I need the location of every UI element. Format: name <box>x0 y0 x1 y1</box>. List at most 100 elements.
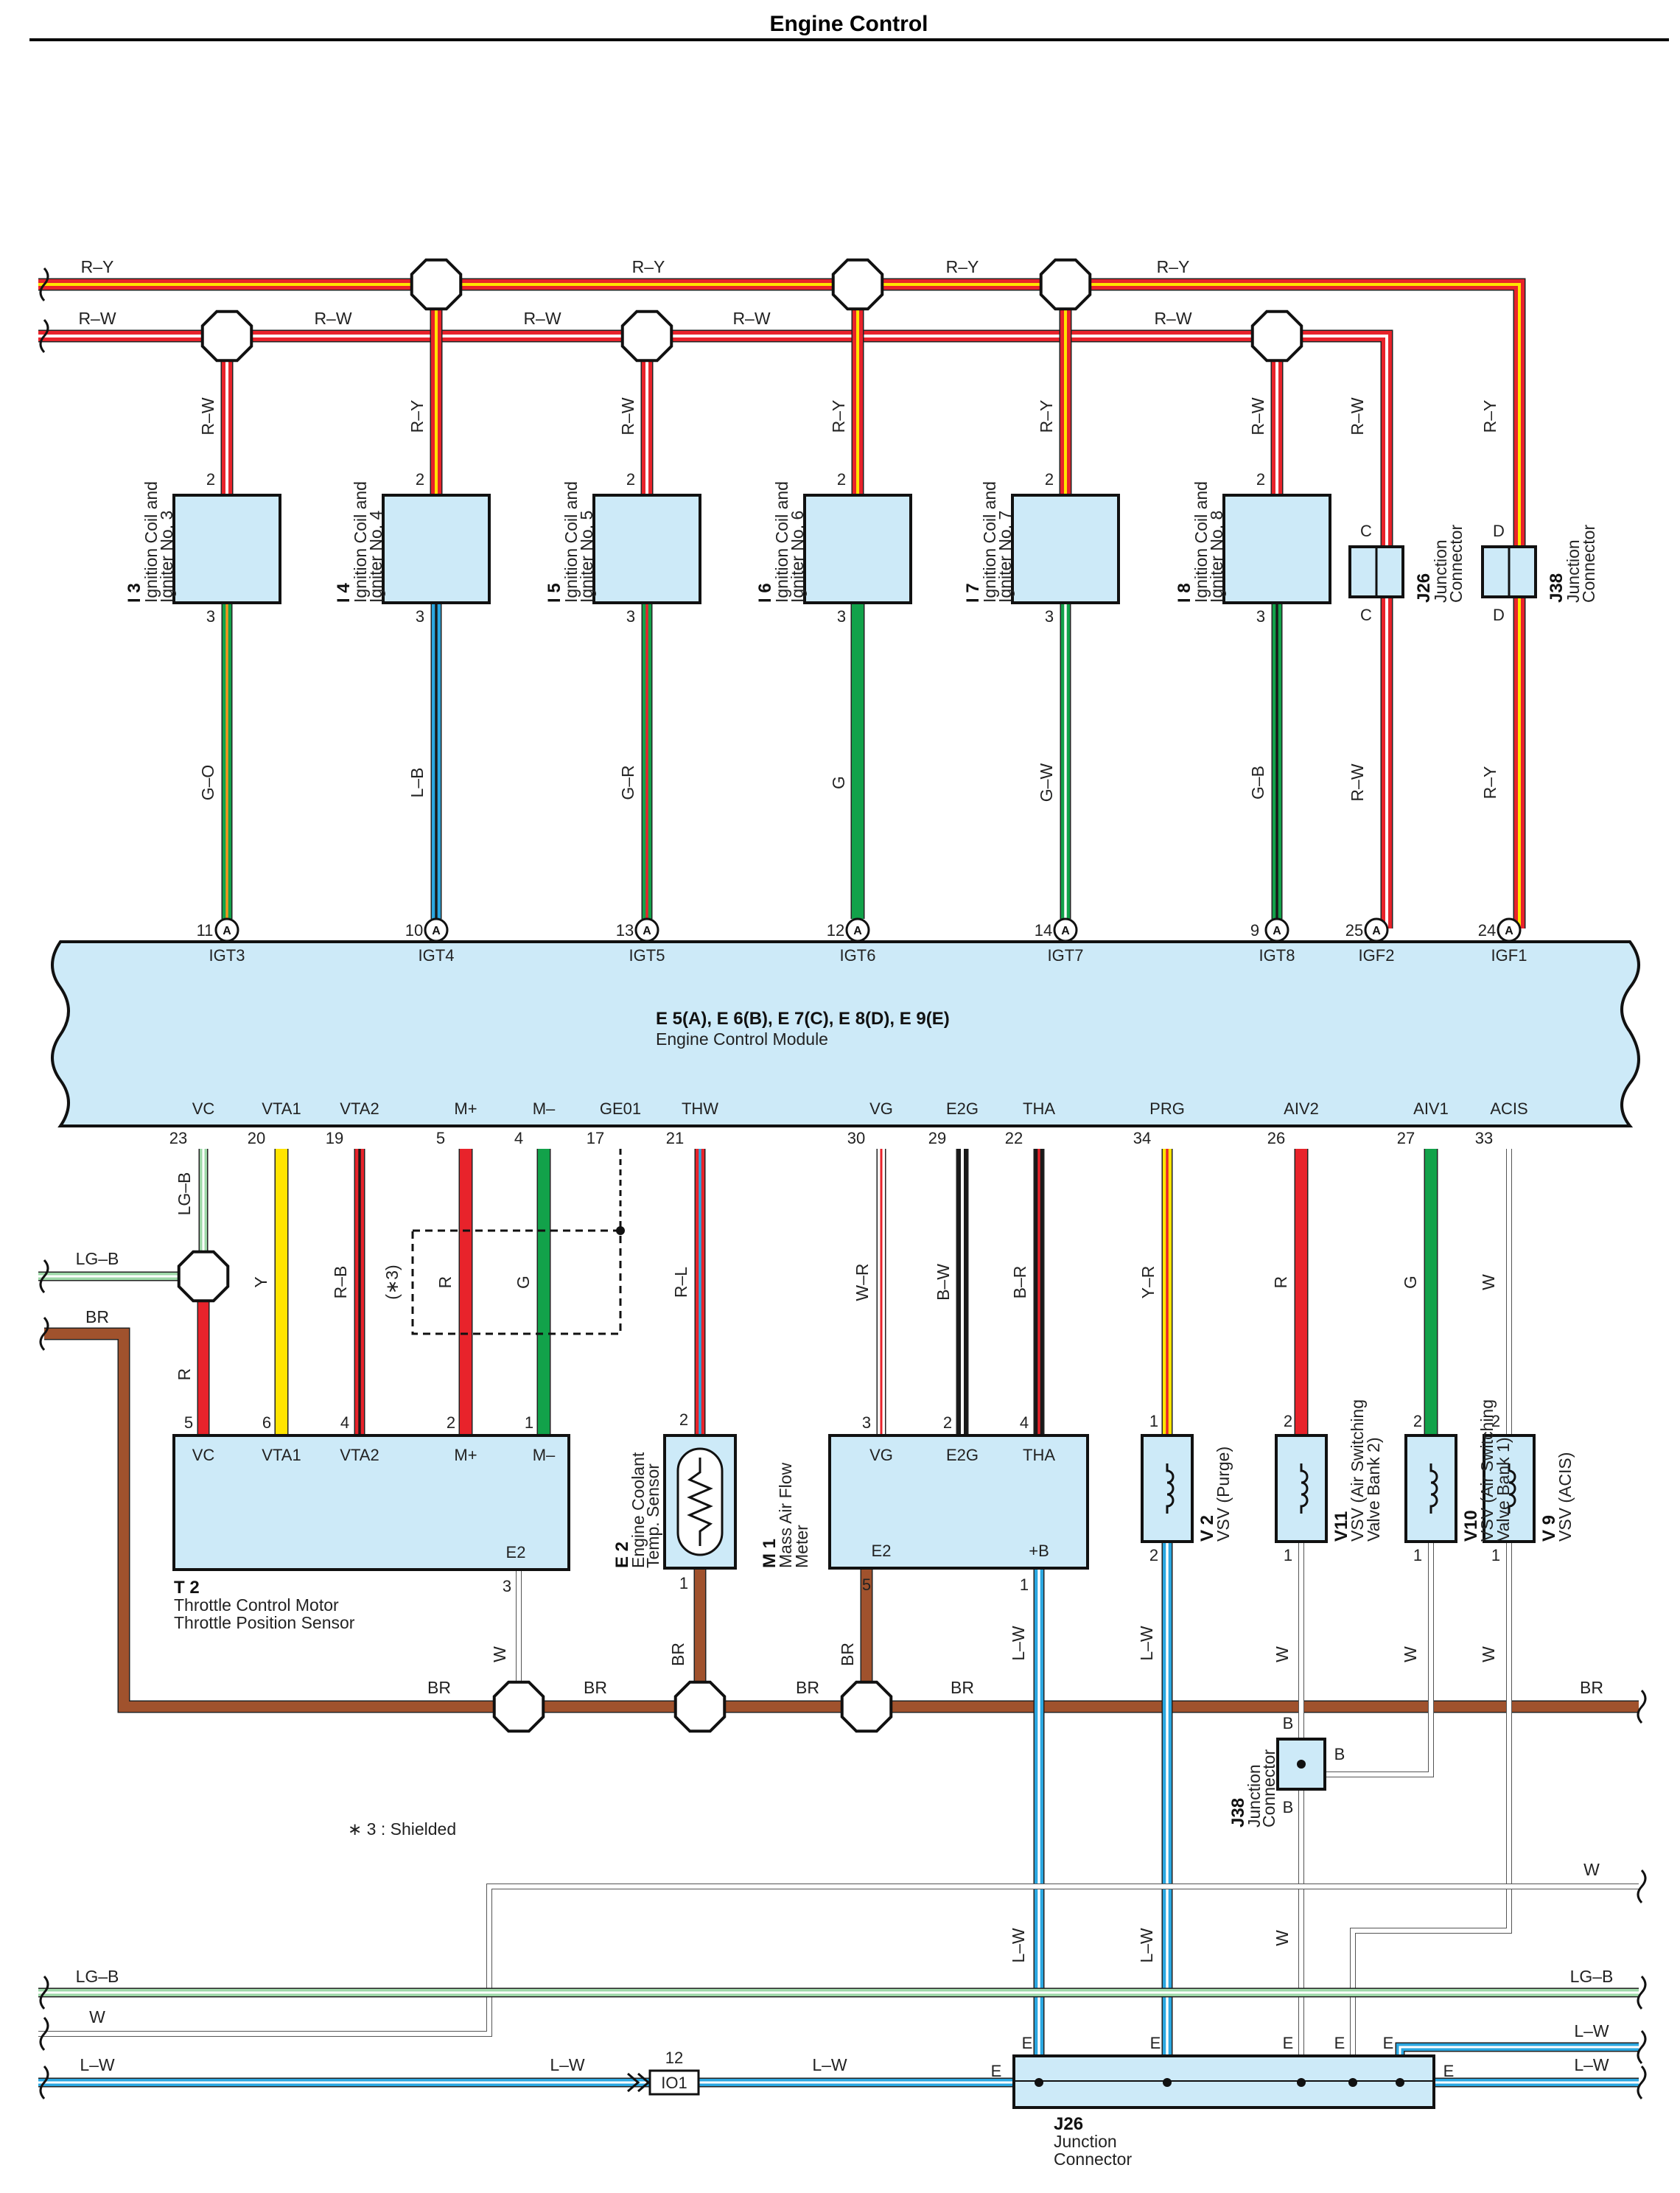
component-name: VSV (ACIS) <box>1555 1452 1575 1542</box>
pin-letter: C <box>1360 606 1372 624</box>
component-name: Igniter No. 5 <box>577 511 596 603</box>
pin-number: 4 <box>1020 1413 1029 1432</box>
component-ref: I 3 <box>125 583 144 603</box>
component-ref: T 2 <box>174 1578 200 1598</box>
pin-number: 2 <box>1413 1412 1422 1430</box>
bottom-w-wire-fill <box>38 1884 1639 2036</box>
break-mark <box>1637 1869 1647 1904</box>
component-name: Connector <box>1259 1749 1278 1828</box>
wire-label: R–Y <box>829 400 848 433</box>
component-name: Igniter No. 6 <box>788 511 807 603</box>
component-ref: J26 <box>1054 2114 1083 2134</box>
break-mark <box>39 318 49 354</box>
ecm-signal-name: VTA1 <box>262 1099 301 1118</box>
vsv-box <box>1141 1434 1194 1543</box>
vsv-box <box>1404 1434 1457 1543</box>
coil-symbol <box>1300 1463 1309 1514</box>
bus-wire-label: R–Y <box>946 257 979 276</box>
pin-number: 3 <box>626 607 635 626</box>
wire-label: R <box>435 1276 455 1289</box>
pin-letter: B <box>1334 1745 1345 1763</box>
wire-label: R–W <box>1348 397 1367 435</box>
ecm-pin-number: 17 <box>587 1129 604 1147</box>
ecm-pin-number: 25 <box>1345 921 1363 940</box>
connector-letter: A <box>1061 925 1070 937</box>
wire-label: L–W <box>1137 1626 1156 1661</box>
ecm-pin-number: 34 <box>1133 1129 1151 1147</box>
pin-label: THA <box>1023 1446 1055 1464</box>
pin-number: 2 <box>447 1413 455 1432</box>
wire-label: BR <box>1580 1678 1603 1697</box>
pin-letter: B <box>1283 1798 1294 1816</box>
component-name: VSV (Purge) <box>1214 1447 1233 1542</box>
thermistor-symbol <box>687 1458 713 1546</box>
ecm-signal-name: VG <box>869 1099 893 1118</box>
coil-symbol <box>1508 1463 1516 1514</box>
wire-label: LG–B <box>76 1249 119 1268</box>
component-name: Throttle Position Sensor <box>174 1613 355 1632</box>
component-name: VSV (Air Switching <box>1477 1399 1497 1542</box>
wire-label: LG–B <box>175 1172 194 1216</box>
connector-letter: A <box>853 925 862 937</box>
pin-number: 4 <box>340 1413 349 1432</box>
ecm-signal-name: AIV1 <box>1413 1099 1449 1118</box>
wire-label: BR <box>584 1678 607 1697</box>
pin-number: 3 <box>206 607 215 626</box>
wire-label: R–Y <box>1480 766 1499 800</box>
wire-label: B–R <box>1010 1266 1029 1299</box>
wire-label: G–R <box>618 765 637 800</box>
pin-number: 1 <box>1284 1546 1292 1564</box>
component-name: Junction <box>1054 2132 1117 2151</box>
ecm-pin-number: 10 <box>405 921 423 940</box>
shield-mark: (∗3) <box>382 1265 402 1299</box>
wire-label: R <box>175 1368 194 1381</box>
pin-letter: D <box>1493 522 1505 540</box>
shield-note: ∗ 3 : Shielded <box>348 1819 456 1839</box>
pin-label: M+ <box>454 1446 477 1464</box>
ecm-pin-number: 33 <box>1475 1129 1493 1147</box>
ecm-pin-number: 23 <box>169 1129 187 1147</box>
wire-label: W <box>1479 1274 1498 1290</box>
wire-label: L–W <box>550 2055 585 2074</box>
component-name: Meter <box>792 1525 811 1568</box>
ecm-signal-name: E2G <box>946 1099 979 1118</box>
pin-number: 2 <box>1284 1412 1292 1430</box>
pin-number: 2 <box>943 1413 952 1432</box>
connector-letter: A <box>1273 925 1281 937</box>
component-name: Valve Bank 1) <box>1494 1438 1513 1542</box>
coil-splice <box>200 309 253 363</box>
bus-wire-label: R–W <box>78 309 116 328</box>
component-name: Mass Air Flow <box>776 1462 795 1568</box>
component-name: Junction <box>1564 539 1583 603</box>
ecm-pin-number: 22 <box>1005 1129 1023 1147</box>
bus-wire-label: R–W <box>523 309 561 328</box>
connector-letter: A <box>432 925 441 937</box>
ecm-signal-name: AIV2 <box>1284 1099 1319 1118</box>
coil-splice <box>620 309 673 363</box>
ecm-signal-name: M+ <box>454 1099 477 1118</box>
component-ref: I 7 <box>963 583 983 603</box>
wire-label: R–W <box>198 397 217 435</box>
pin-number: 2 <box>679 1410 688 1429</box>
ecm-signal-name: PRG <box>1149 1099 1185 1118</box>
wire-label: BR <box>668 1643 687 1666</box>
pin-number: 6 <box>262 1413 271 1432</box>
engine-control-module <box>51 940 1640 1127</box>
wire-label: L–W <box>812 2055 847 2074</box>
pin-label: E2 <box>506 1543 526 1561</box>
junction-dot <box>1396 2078 1404 2087</box>
break-mark <box>1637 2029 1647 2065</box>
component-ref: I 5 <box>545 583 564 603</box>
ecm-signal-name: IGF1 <box>1491 946 1527 965</box>
wire-label: R–Y <box>1037 400 1056 433</box>
wire-label: W <box>1583 1860 1600 1879</box>
connector-letter: A <box>223 925 231 937</box>
bus-r-w-fill <box>38 331 1392 928</box>
pin-label: E2 <box>872 1542 892 1560</box>
junction-dot <box>1297 2078 1306 2087</box>
coil-symbol <box>1166 1463 1175 1514</box>
br-splice <box>673 1680 727 1733</box>
ignition-coil-box <box>382 494 491 604</box>
coil-symbol <box>1429 1463 1438 1514</box>
